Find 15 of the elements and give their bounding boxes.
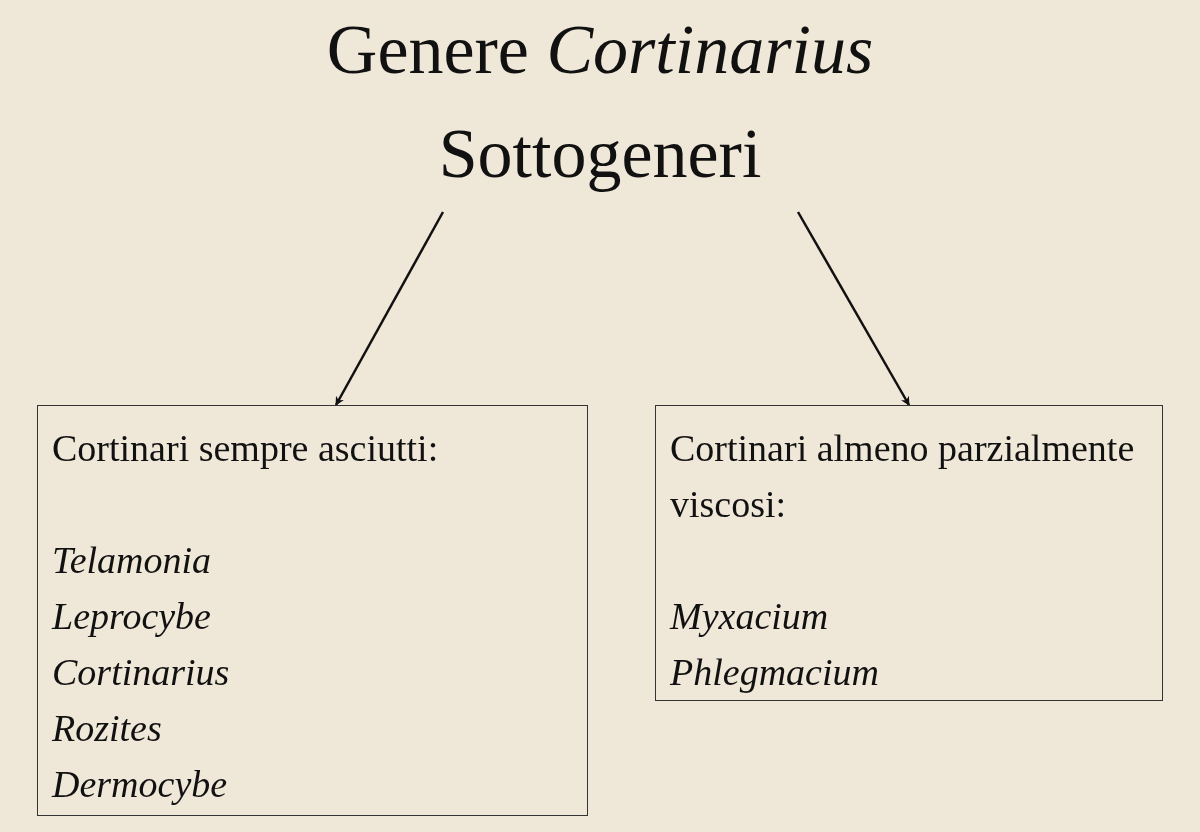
subgenus-name: Phlegmacium (670, 650, 879, 695)
subtitle: Sottogeneri (438, 114, 762, 194)
subgenus-name: Dermocybe (52, 762, 228, 807)
subgenus-name: Myxacium (670, 594, 829, 639)
arrow (796, 211, 911, 406)
box-heading: Cortinari sempre asciutti: (52, 426, 439, 471)
subgenus-name: Leprocybe (52, 594, 211, 639)
category-box (37, 405, 588, 816)
subgenus-name: Rozites (52, 706, 162, 751)
arrow (334, 211, 445, 406)
title: Genere Cortinarius (326, 10, 874, 90)
box-heading: Cortinari almeno parzialmente viscosi: (670, 426, 1136, 527)
category-box (655, 405, 1163, 701)
subgenus-name: Cortinarius (52, 650, 230, 695)
subgenus-name: Telamonia (52, 538, 212, 583)
